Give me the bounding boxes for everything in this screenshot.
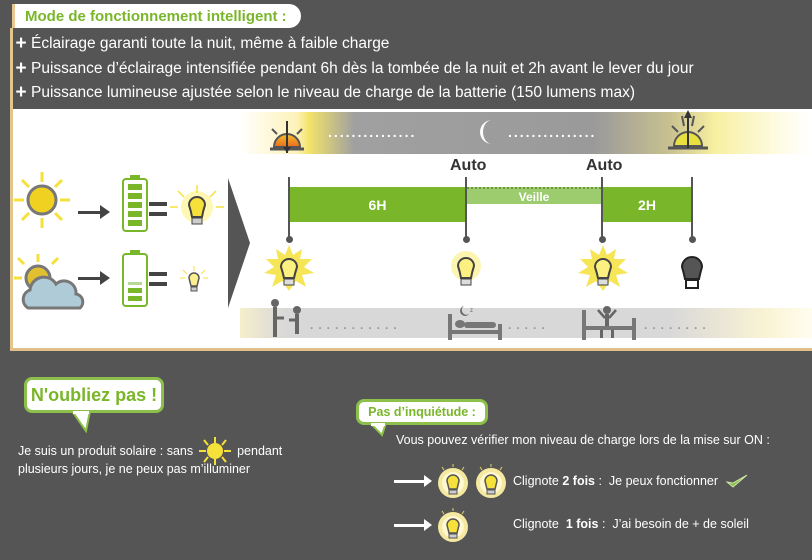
blink-prefix: Clignote [513, 474, 559, 488]
bullet-text: Éclairage garanti toute la nuit, même à … [31, 35, 390, 52]
feature-bullet: +Éclairage garanti toute la nuit, même à… [14, 33, 389, 55]
bright-bulb-icon [264, 245, 314, 291]
reminder-title: N'oubliez pas ! [30, 384, 158, 405]
arrow-icon [78, 277, 104, 280]
auto-marker: Auto [586, 157, 623, 174]
arrow-icon [394, 480, 426, 483]
plus-icon: + [15, 58, 27, 79]
equals-icon [149, 272, 167, 276]
section-title-text: Mode de fonctionnement intelligent : [25, 7, 287, 25]
timeline-dots: ........... [310, 318, 402, 332]
timeline-segment-2h: 2H [603, 187, 691, 222]
reminder-bubble: N'oubliez pas ! [24, 377, 164, 413]
check-icon [726, 474, 748, 488]
timeline-tick [601, 177, 603, 239]
sunset-icon [270, 121, 304, 153]
bullet-text: Puissance lumineuse ajustée selon le niv… [31, 84, 635, 101]
night-dots-right: ............... [508, 124, 597, 140]
blink-description: : J’ai besoin de + de soleil [598, 517, 749, 531]
timeline-tick [465, 177, 467, 239]
equals-icon [149, 282, 167, 286]
arrow-head-icon [100, 205, 110, 219]
chevron-right-icon [228, 178, 250, 308]
sunny-icon [14, 172, 70, 228]
blink-row-2: Clignote 2 fois : Je peux fonctionner [513, 473, 748, 489]
blink-row-1: Clignote 1 fois : J’ai besoin de + de so… [513, 517, 749, 531]
timeline-segment-6h: 6H [290, 187, 465, 222]
timeline-dots: ........ [644, 318, 711, 332]
reminder-text-line1: Je suis un produit solaire : sans pendan… [18, 436, 282, 466]
timeline-tick [288, 177, 290, 239]
plus-icon: + [15, 33, 27, 54]
worry-intro: Vous pouvez vérifier mon niveau de charg… [396, 433, 770, 447]
blink-bulb-icon [438, 464, 468, 498]
reminder-text-line2: plusieurs jours, je ne peux pas m’illumi… [18, 462, 251, 476]
arrow-head-icon [424, 475, 432, 487]
feature-bullet: +Puissance lumineuse ajustée selon le ni… [14, 82, 635, 104]
reminder-text-before: Je suis un produit solaire : sans [18, 444, 194, 458]
equals-icon [149, 212, 167, 216]
arrow-icon [78, 211, 104, 214]
feature-bullet: +Puissance d’éclairage intensifiée penda… [14, 58, 694, 80]
sunrise-icon [668, 110, 708, 150]
full-battery-icon [122, 175, 148, 232]
timeline-segment-standby: Veille [467, 187, 601, 204]
worry-title: Pas d’inquiétude : [368, 405, 476, 419]
sky-band [240, 112, 812, 154]
glow-bulb-icon [451, 251, 481, 286]
night-dots-left: ............... [328, 124, 417, 140]
blink-bulb-icon [476, 464, 506, 498]
sleeping-icon: z [448, 306, 502, 340]
off-bulb-icon [680, 256, 704, 289]
svg-text:z: z [470, 308, 473, 314]
auto-marker: Auto [450, 157, 487, 174]
bubble-tail-icon [72, 411, 92, 433]
sun-icon [199, 437, 232, 465]
blink-count: 2 fois [562, 474, 596, 488]
activity-band [240, 308, 812, 338]
blink-description: : Je peux fonctionner [595, 474, 719, 488]
timeline-knob [463, 236, 470, 243]
bright-bulb-icon [578, 245, 628, 291]
people-icon [271, 299, 301, 337]
dim-bulb-icon [180, 266, 208, 292]
arrow-icon [394, 524, 426, 527]
bullet-text: Puissance d’éclairage intensifiée pendan… [31, 60, 694, 77]
waking-icon [582, 306, 636, 340]
low-battery-icon [122, 250, 148, 307]
worry-bubble: Pas d’inquiétude : [356, 399, 488, 425]
blink-prefix: Clignote [513, 517, 563, 531]
timeline-dots: ..... [508, 318, 550, 332]
timeline-knob [286, 236, 293, 243]
section-title: Mode de fonctionnement intelligent : [12, 4, 301, 28]
moon-icon [480, 120, 492, 144]
blink-bulb-icon [438, 508, 468, 542]
plus-icon: + [15, 82, 27, 103]
timeline-knob [689, 236, 696, 243]
arrow-head-icon [100, 271, 110, 285]
reminder-text-after: pendant [237, 444, 283, 458]
cloudy-icon [14, 254, 85, 310]
timeline-tick [691, 177, 693, 239]
bubble-tail-icon [370, 423, 388, 437]
bright-bulb-icon [170, 185, 224, 225]
equals-icon [149, 202, 167, 206]
blink-count: 1 fois [565, 517, 599, 531]
timeline-knob [599, 236, 606, 243]
arrow-head-icon [424, 519, 432, 531]
